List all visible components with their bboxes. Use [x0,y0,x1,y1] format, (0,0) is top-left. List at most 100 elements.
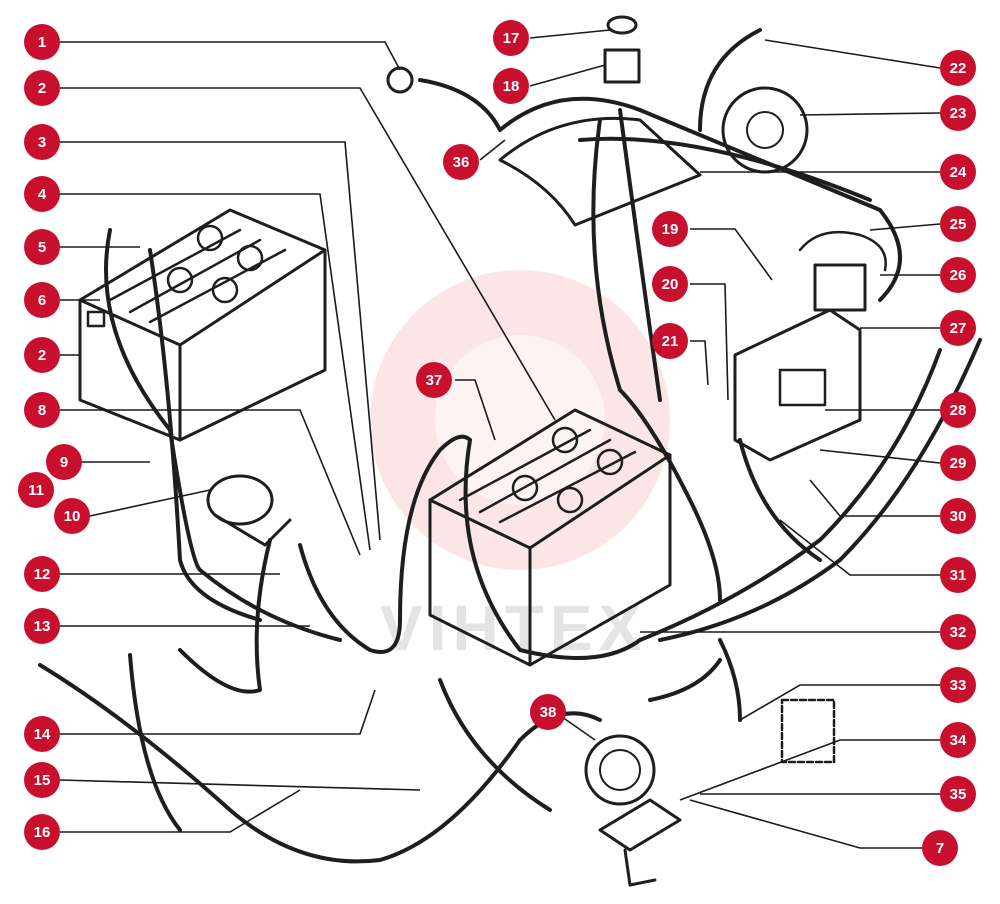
callout-circle [54,498,90,534]
callout-label: 27 [950,320,967,337]
callout-2: 2 [24,337,60,373]
callout-label: 12 [34,566,51,583]
callout-label: 36 [453,154,470,171]
callout-14: 14 [24,716,60,752]
firewall-panel [498,116,702,227]
watermark: VIHTEX [370,270,670,664]
callout-circle [24,229,60,265]
callout-9: 9 [46,444,82,480]
alternator [721,86,809,174]
callout-22: 22 [940,50,976,86]
callout-10: 10 [54,498,90,534]
callout-circle [493,20,529,56]
callout-21: 21 [652,323,688,359]
callout-circle [940,498,976,534]
horn [584,734,682,887]
callout-label: 6 [38,292,46,309]
callout-label: 23 [950,105,967,122]
callout-27: 27 [940,310,976,346]
callout-label: 29 [950,455,967,472]
callout-circle [24,70,60,106]
callout-circle [24,124,60,160]
callout-circle [493,68,529,104]
callout-38: 38 [530,694,566,730]
callout-circle [18,472,54,508]
callout-circle [940,667,976,703]
callout-circle [940,722,976,758]
callout-circle [24,282,60,318]
leader-lines [59,29,941,849]
callout-label: 11 [28,482,44,499]
callout-label: 4 [38,186,47,203]
callout-label: 30 [950,508,967,525]
callout-3: 3 [24,124,60,160]
callout-circle [922,830,958,866]
callout-circle [940,776,976,812]
callout-label: 13 [34,618,51,635]
callout-circle [652,211,688,247]
callout-label: 37 [426,372,443,389]
callout-circle [46,444,82,480]
callout-label: 17 [503,30,520,47]
callout-29: 29 [940,445,976,481]
callout-label: 2 [38,347,46,364]
callout-circle [940,206,976,242]
callout-label: 3 [38,134,46,151]
callout-label: 32 [950,624,967,641]
callout-label: 25 [950,216,967,233]
cable-harness [38,28,982,864]
callout-circle [443,144,479,180]
callout-label: 19 [662,221,679,238]
callout-label: 22 [950,60,967,77]
callout-25: 25 [940,206,976,242]
right-battery [428,408,672,667]
callout-circle [24,716,60,752]
callout-32: 32 [940,614,976,650]
callout-20: 20 [652,266,688,302]
callout-circle [940,95,976,131]
callout-1: 1 [24,24,60,60]
callout-2: 2 [24,70,60,106]
callout-31: 31 [940,557,976,593]
callout-label: 10 [64,508,81,525]
callout-label: 15 [34,772,51,789]
callout-label: 31 [950,567,967,584]
callout-35: 35 [940,776,976,812]
callout-label: 8 [38,402,46,419]
callout-12: 12 [24,556,60,592]
starter-motor [206,474,292,547]
callout-circle [940,257,976,293]
callout-circle [24,24,60,60]
callout-label: 33 [950,677,967,694]
callout-circle [940,50,976,86]
sensor-box [780,698,836,764]
callout-13: 13 [24,608,60,644]
callout-4: 4 [24,176,60,212]
callout-34: 34 [940,722,976,758]
callout-circle [652,266,688,302]
callout-label: 2 [38,80,46,97]
callout-26: 26 [940,257,976,293]
callout-7: 7 [922,830,958,866]
callout-circle [940,614,976,650]
callout-label: 20 [662,276,679,293]
callout-24: 24 [940,154,976,190]
left-battery [78,208,327,442]
callout-circle [24,392,60,428]
callout-circle [24,762,60,798]
callout-19: 19 [652,211,688,247]
callout-circle [940,310,976,346]
switch [386,66,414,94]
fuel-filter [603,15,641,84]
callout-circle [940,392,976,428]
regulator-box [733,308,862,462]
callout-36: 36 [443,144,479,180]
callout-15: 15 [24,762,60,798]
callout-16: 16 [24,814,60,850]
callout-circle [24,337,60,373]
callout-circle [940,557,976,593]
callout-circle [24,608,60,644]
callout-label: 9 [60,454,68,471]
